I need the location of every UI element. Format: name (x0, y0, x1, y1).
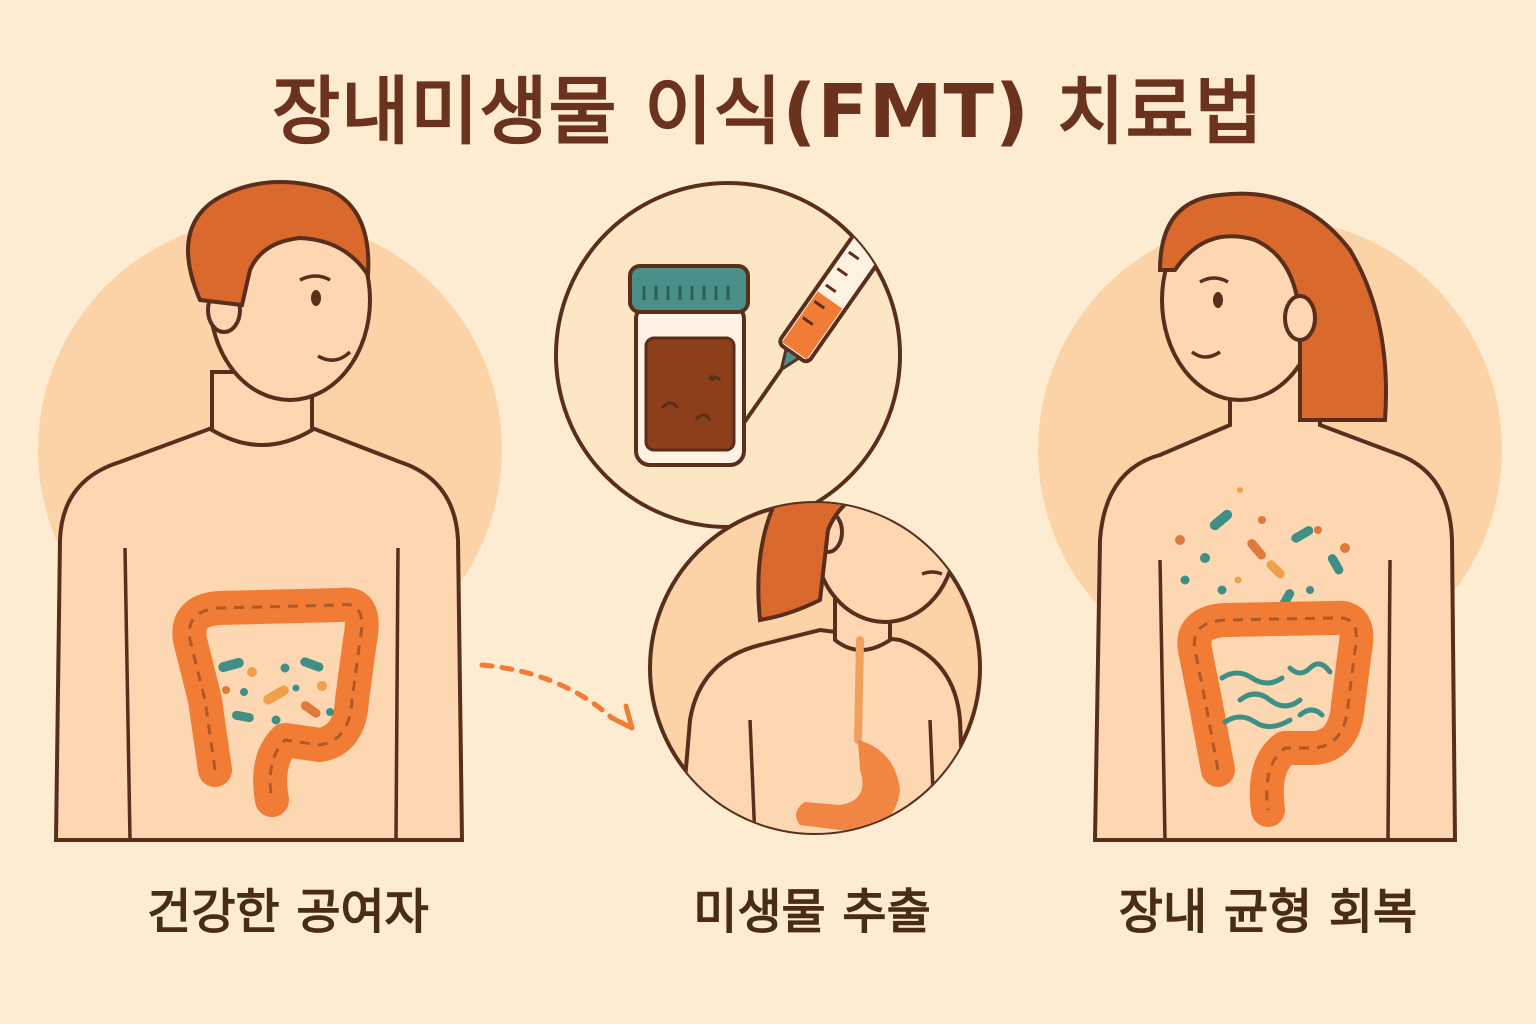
patient-eye (1213, 292, 1223, 308)
donor-hair (186, 180, 371, 308)
transfer-arrow (479, 662, 635, 731)
recipient-hair (756, 503, 954, 623)
sample-circle (554, 181, 902, 529)
donor-microbes (218, 657, 334, 725)
step-label-donor: 건강한 공여자 (147, 884, 429, 940)
step-label-recovery: 장내 균형 회복 (1118, 884, 1418, 940)
recipient-circle (648, 501, 982, 835)
patient-hair (1157, 191, 1388, 422)
patient-colon (1177, 600, 1374, 827)
stool-jar (628, 264, 750, 467)
step-label-extraction: 미생물 추출 (693, 884, 931, 940)
jar-lid (628, 264, 750, 314)
healthy-donor-figure (38, 180, 502, 842)
patient-microbes-colon (1219, 661, 1333, 729)
donor-eye (311, 290, 321, 306)
page-title: 장내미생물 이식(FMT) 치료법 (272, 69, 1264, 155)
recipient-esophagus (854, 636, 864, 744)
donor-colon (172, 587, 379, 817)
recipient-stomach (796, 740, 900, 831)
recovered-patient-figure (1038, 191, 1502, 842)
